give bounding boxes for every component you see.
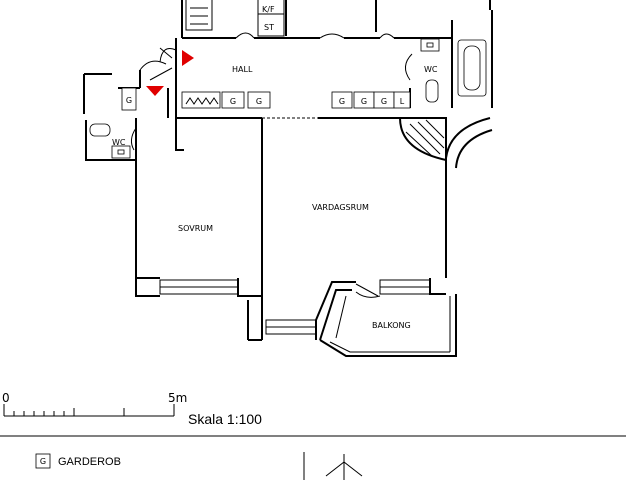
scale-label: Skala 1:100 [188,411,262,427]
label-balkong: BALKONG [372,321,411,330]
wardrobe-mark: G [381,97,387,106]
vardagsrum-walls [247,117,493,341]
sovrum-walls [135,118,263,340]
hall-walls [159,38,412,119]
closet-g-left [121,87,137,111]
label-kf: K/F [262,5,275,14]
entrance-marker-icon-2 [146,86,164,96]
bathroom-right [405,10,493,108]
legend-text: GARDEROB [58,456,121,468]
scale-end: 5m [168,391,187,405]
label-wc-right: WC [424,65,438,74]
toilet-icon [425,79,439,103]
legend-symbol: G [40,457,46,466]
upper-walls [181,0,491,39]
linen-mark: L [400,97,405,106]
north-arrow-icon [303,452,363,480]
wardrobe-mark: G [339,97,345,106]
balkong-walls [319,294,457,357]
label-st: ST [264,23,274,32]
wardrobe-mark: G [361,97,367,106]
wardrobe-mark: G [230,97,236,106]
scale-start: 0 [2,391,10,405]
label-wc-left: WC [112,138,126,147]
wardrobe-mark: G [126,96,132,105]
entrance-marker-icon [182,50,194,66]
wardrobe-mark: G [256,97,262,106]
toilet-icon-left [89,123,111,137]
label-vardagsrum: VARDAGSRUM [312,203,369,212]
label-hall: HALL [232,65,253,74]
legend-symbol-box [35,453,51,469]
legend: G GARDEROB [35,453,121,469]
wc-left-walls [83,60,184,161]
scale-bar: 0 5m Skala 1:100 [2,391,262,427]
label-sovrum: SOVRUM [178,224,213,233]
